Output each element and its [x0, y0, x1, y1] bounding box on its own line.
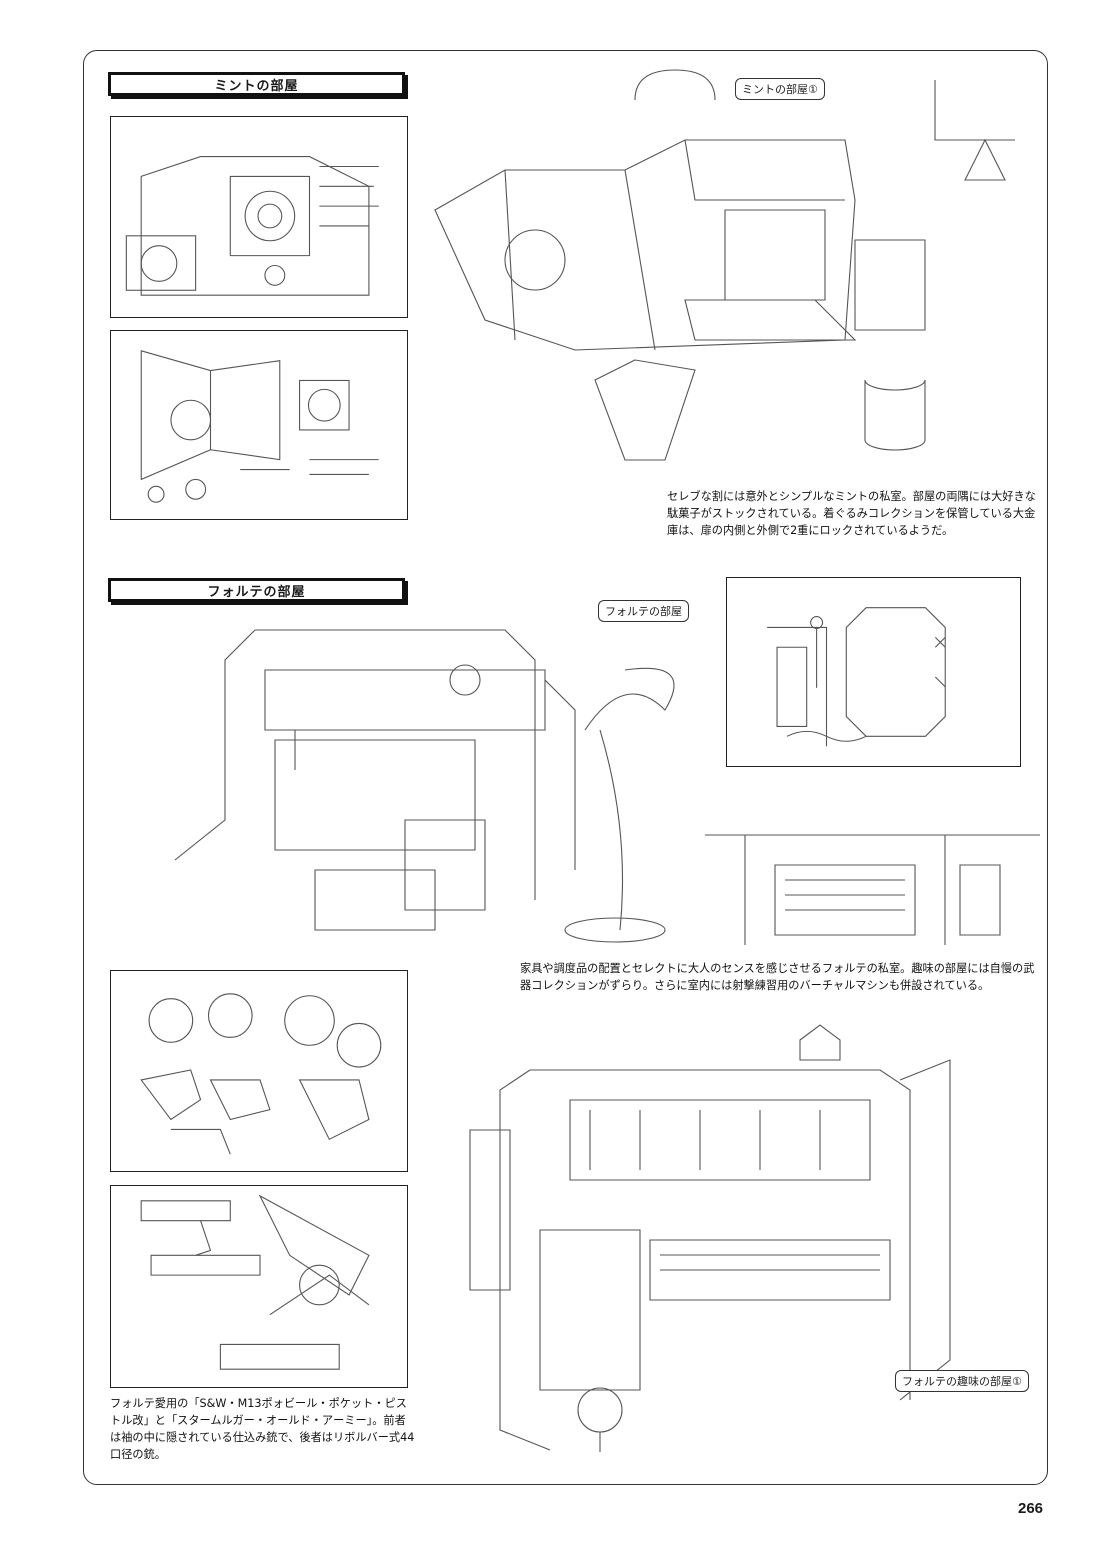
forte-section-header: フォルテの部屋 [108, 578, 405, 602]
forte-room-sketch [165, 600, 710, 945]
mint-room-sketch-label: ミントの部屋① [735, 78, 825, 100]
mint-section-header: ミントの部屋 [108, 72, 405, 96]
mint-safe-sketch-frame [110, 116, 408, 318]
page-number: 266 [1018, 1500, 1044, 1517]
ruger-old-army-sketch-frame [110, 1185, 408, 1388]
forte-hobby-room-sketch-label: フォルテの趣味の部屋① [895, 1370, 1029, 1392]
forte-room-caption: 家具や調度品の配置とセレクトに大人のセンスを感じさせるフォルテの私室。趣味の部屋… [520, 962, 1035, 992]
forte-shooting-range-sketch-frame [726, 577, 1021, 767]
page-border [83, 50, 1048, 1485]
forte-guns-caption: フォルテ愛用の「S&W・M13ポォビール・ポケット・ピストル改」と「スタームルガ… [110, 1397, 415, 1461]
mint-room-sketch [425, 60, 1040, 480]
mint-room-caption: セレブな割には意外とシンプルなミントの私室。部屋の両隅には大好きな駄菓子がストッ… [667, 490, 1036, 537]
mint-safe-interior-sketch-frame [110, 330, 408, 520]
forte-gun-wall-sketch [705, 805, 1040, 955]
forte-hobby-room-sketch [440, 1010, 1040, 1470]
sw-m13-sketch-frame [110, 970, 408, 1172]
forte-room-sketch-label: フォルテの部屋 [598, 600, 689, 622]
